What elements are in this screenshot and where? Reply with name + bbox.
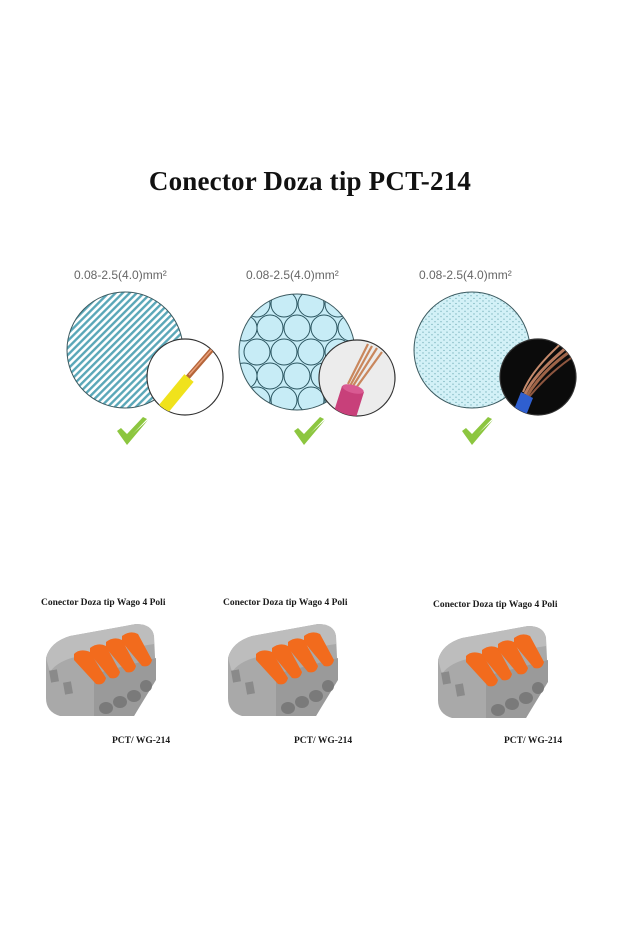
fine-stranded-wire-diagram [413,291,577,416]
wire-type-fine-stranded: 0.08-2.5(4.0)mm² [405,262,590,452]
product-code: PCT/ WG-214 [504,736,563,746]
stranded-wire-diagram [238,293,396,417]
wire-spec-label: 0.08-2.5(4.0)mm² [419,268,512,282]
product-code: PCT/ WG-214 [112,736,171,746]
wire-type-stranded: 0.08-2.5(4.0)mm² [232,262,412,452]
wire-spec-label: 0.08-2.5(4.0)mm² [74,268,167,282]
product-name: Conector Doza tip Wago 4 Poli [41,598,166,608]
wago-connector-image [228,624,338,716]
product-card: Conector Doza tip Wago 4 Poli PCT/ WG-21… [212,590,392,750]
wago-connector-image [46,624,156,716]
product-card: Conector Doza tip Wago 4 Poli PCT/ WG-21… [30,590,210,750]
product-name: Conector Doza tip Wago 4 Poli [223,598,348,608]
solid-wire-diagram [66,291,224,416]
checkmark-icon [462,417,493,445]
checkmark-icon [117,417,148,445]
product-name: Conector Doza tip Wago 4 Poli [433,600,558,610]
page-title: Conector Doza tip PCT-214 [148,166,472,196]
product-code: PCT/ WG-214 [294,736,353,746]
checkmark-icon [294,417,325,445]
wago-connector-image [438,626,548,718]
wire-type-solid: 0.08-2.5(4.0)mm² [60,262,240,452]
product-card: Conector Doza tip Wago 4 Poli PCT/ WG-21… [422,590,602,750]
wire-spec-label: 0.08-2.5(4.0)mm² [246,268,339,282]
